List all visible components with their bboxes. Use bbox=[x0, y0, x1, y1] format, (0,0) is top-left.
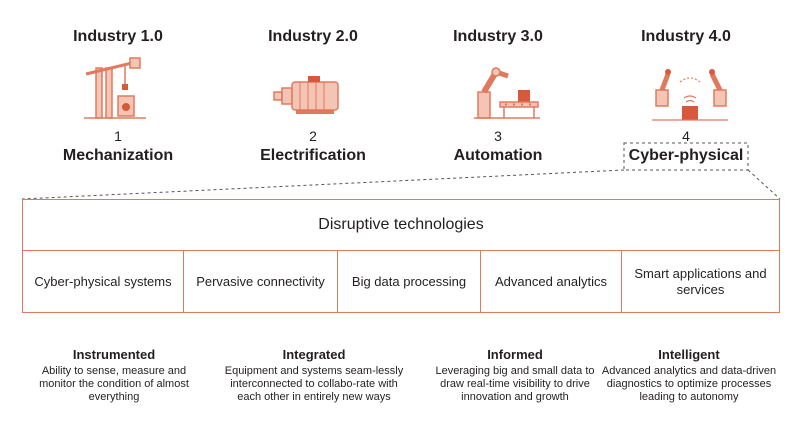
capability-intelligent-title: Intelligent bbox=[658, 347, 720, 362]
era-1-number: 1 bbox=[114, 128, 122, 144]
tech-advanced-analytics: Advanced analytics bbox=[494, 274, 607, 289]
era-2-title: Industry 2.0 bbox=[268, 28, 358, 45]
era-3-title: Industry 3.0 bbox=[453, 28, 543, 45]
capability-integrated-title: Integrated bbox=[282, 347, 346, 362]
era-3-name: Automation bbox=[453, 147, 543, 164]
disruptive-technologies-title: Disruptive technologies bbox=[23, 200, 779, 251]
capability-instrumented-title: Instrumented bbox=[72, 347, 156, 362]
era-3-number: 3 bbox=[494, 128, 502, 144]
divider bbox=[480, 251, 481, 313]
era-4-name: Cyber-physical bbox=[628, 147, 744, 164]
capability-integrated-desc: Equipment and systems seam-lessly interc… bbox=[224, 365, 404, 403]
electric-motor-icon bbox=[273, 76, 339, 114]
divider bbox=[183, 251, 184, 313]
capability-informed-desc: Leveraging big and small data to draw re… bbox=[435, 365, 595, 403]
era-2-name: Electrification bbox=[260, 147, 366, 164]
era-4-title: Industry 4.0 bbox=[641, 28, 731, 45]
era-1-title: Industry 1.0 bbox=[73, 28, 163, 45]
connected-robots-icon bbox=[652, 69, 728, 121]
robot-arm-conveyor-icon bbox=[474, 67, 540, 119]
era-1-name: Mechanization bbox=[62, 147, 174, 164]
oil-pump-icon bbox=[84, 57, 146, 119]
divider bbox=[337, 251, 338, 313]
tech-smart-applications: Smart applications and services bbox=[634, 266, 767, 297]
capability-instrumented-desc: Ability to sense, measure and monitor th… bbox=[39, 365, 189, 403]
divider bbox=[621, 251, 622, 313]
capability-intelligent-desc: Advanced analytics and data-driven diagn… bbox=[601, 365, 777, 403]
era-2-number: 2 bbox=[309, 128, 317, 144]
tech-pervasive-connectivity: Pervasive connectivity bbox=[196, 274, 325, 289]
tech-cyber-physical-systems: Cyber-physical systems bbox=[34, 274, 172, 289]
capability-informed-title: Informed bbox=[487, 347, 543, 362]
disruptive-technologies-box: Disruptive technologies Cyber-physical s… bbox=[22, 199, 780, 313]
tech-big-data-processing: Big data processing bbox=[351, 274, 467, 289]
era-4-number: 4 bbox=[682, 128, 690, 144]
